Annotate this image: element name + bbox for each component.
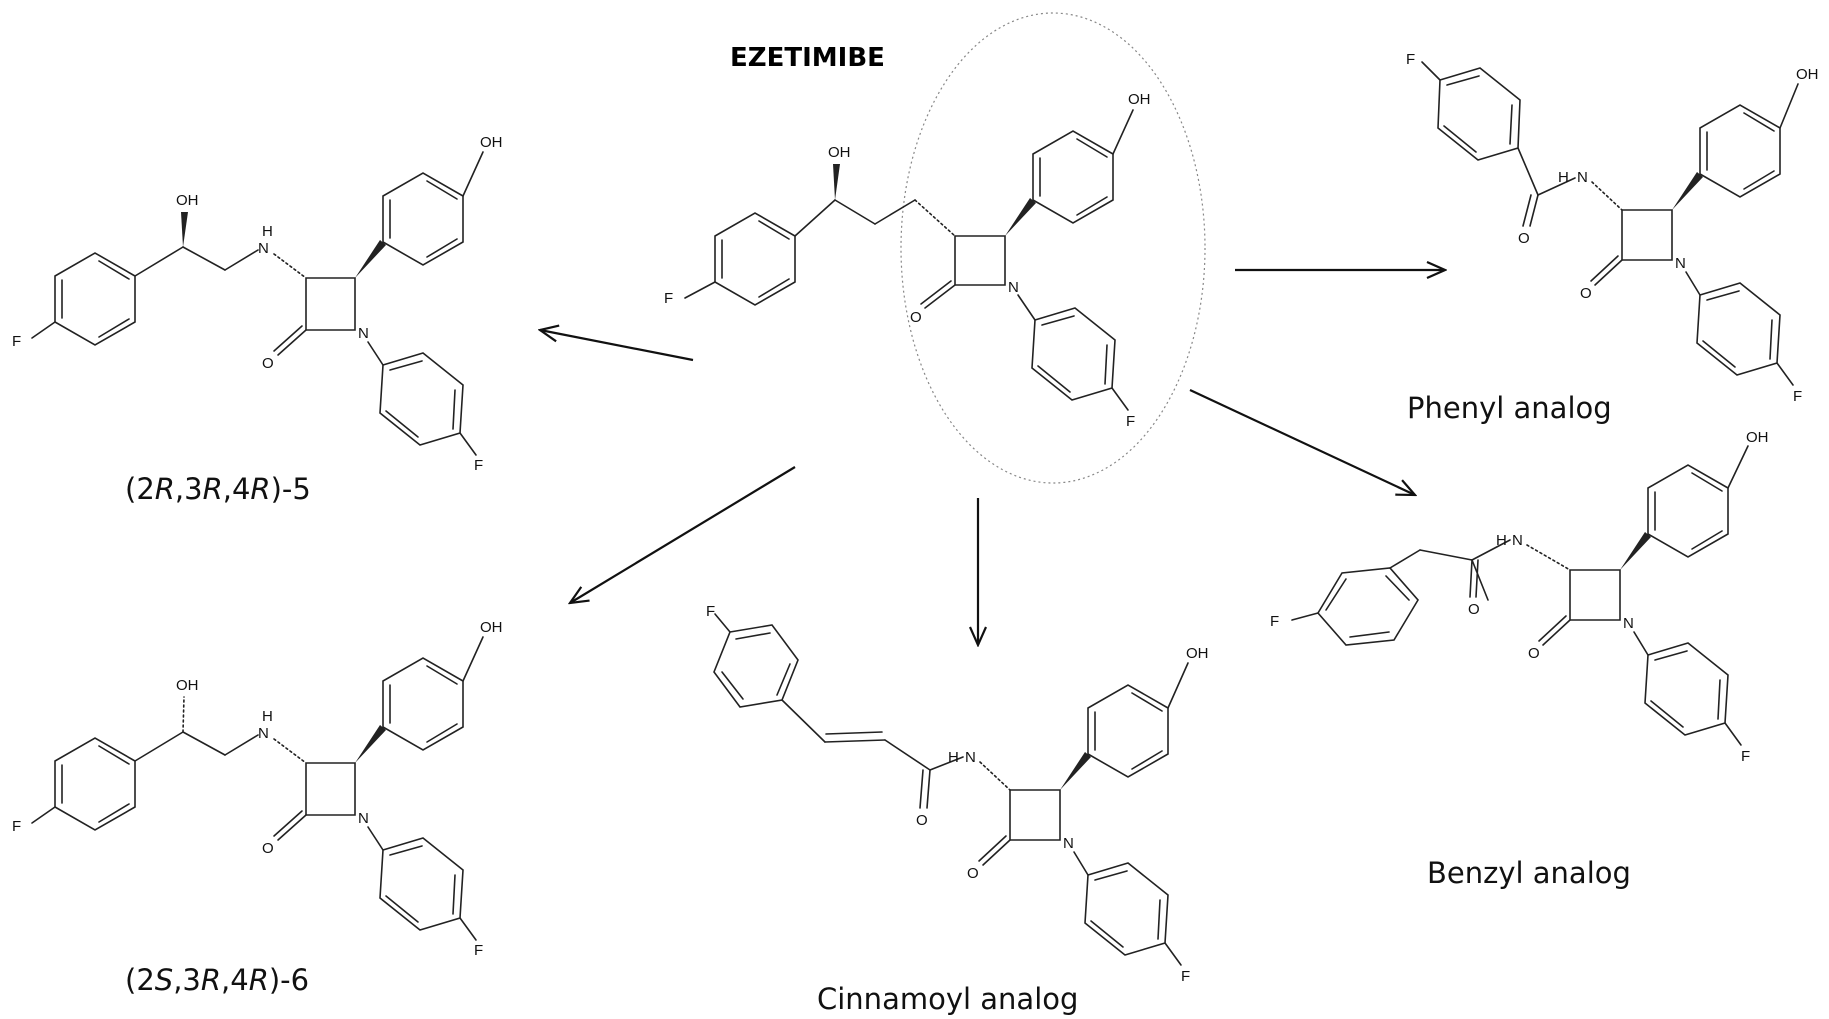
atom-f: F [474, 457, 483, 474]
atom-n: N [1577, 169, 1588, 186]
atom-o: O [1468, 601, 1480, 618]
atom-n: N [1675, 255, 1686, 272]
atom-o: O [916, 812, 928, 829]
atom-o: O [910, 309, 922, 326]
atom-n: N [358, 810, 369, 827]
atom-h: H [1558, 169, 1569, 186]
atom-oh: OH [176, 677, 199, 694]
atom-oh: OH [1128, 91, 1151, 108]
phenyl-analog-label: Phenyl analog [1407, 391, 1612, 425]
atom-n: N [1063, 835, 1074, 852]
ezetimibe-structure: F OH O N OH F [664, 91, 1151, 430]
atom-h: H [948, 749, 959, 766]
atom-o: O [1518, 230, 1530, 247]
cinnamoyl-analog-structure: F O N H O N OH F [706, 603, 1209, 985]
core-highlight-ellipse [900, 12, 1206, 484]
atom-n: N [1623, 615, 1634, 632]
atom-f: F [12, 333, 21, 350]
atom-h: H [262, 223, 273, 240]
atom-n: N [1512, 532, 1523, 549]
atom-n: N [258, 725, 269, 742]
atom-o: O [1528, 645, 1540, 662]
arrow-to-compound6 [570, 466, 796, 603]
benzyl-analog-structure: F O N H O N OH F [1270, 429, 1769, 765]
atom-n: N [258, 240, 269, 257]
scheme-title: EZETIMIBE [730, 43, 885, 73]
benzyl-analog-label: Benzyl analog [1427, 856, 1631, 890]
atom-h: H [1496, 532, 1507, 549]
atom-o: O [262, 355, 274, 372]
atom-oh: OH [828, 144, 851, 161]
atom-oh: OH [480, 134, 503, 151]
atom-f: F [1741, 748, 1750, 765]
atom-h: H [262, 708, 273, 725]
compound6-structure: F OH N H O N OH F [12, 619, 503, 959]
atom-n: N [358, 325, 369, 342]
atom-f: F [474, 942, 483, 959]
atom-o: O [262, 840, 274, 857]
atom-n: N [1008, 279, 1019, 296]
atom-oh: OH [480, 619, 503, 636]
compound6-label: (2S,3R,4R)-6 [125, 963, 309, 997]
arrow-to-compound5 [540, 330, 694, 362]
atom-f: F [1126, 413, 1135, 430]
atom-o: O [1580, 285, 1592, 302]
compound5-label: (2R,3R,4R)-5 [125, 472, 311, 506]
compound5-structure: F OH N H O N OH F [12, 134, 503, 474]
atom-f: F [1181, 968, 1190, 985]
atom-f: F [1406, 51, 1415, 68]
atom-f: F [664, 290, 673, 307]
atom-f: F [1270, 613, 1279, 630]
atom-f: F [706, 603, 715, 620]
atom-oh: OH [1746, 429, 1769, 446]
atom-o: O [967, 865, 979, 882]
cinnamoyl-analog-label: Cinnamoyl analog [817, 982, 1078, 1016]
phenyl-analog-structure: F O N H O N OH F [1406, 51, 1819, 405]
atom-oh: OH [1796, 66, 1819, 83]
atom-oh: OH [176, 192, 199, 209]
arrow-to-benzyl [1189, 389, 1415, 495]
atom-oh: OH [1186, 645, 1209, 662]
atom-n: N [965, 749, 976, 766]
atom-f: F [1793, 388, 1802, 405]
atom-f: F [12, 818, 21, 835]
